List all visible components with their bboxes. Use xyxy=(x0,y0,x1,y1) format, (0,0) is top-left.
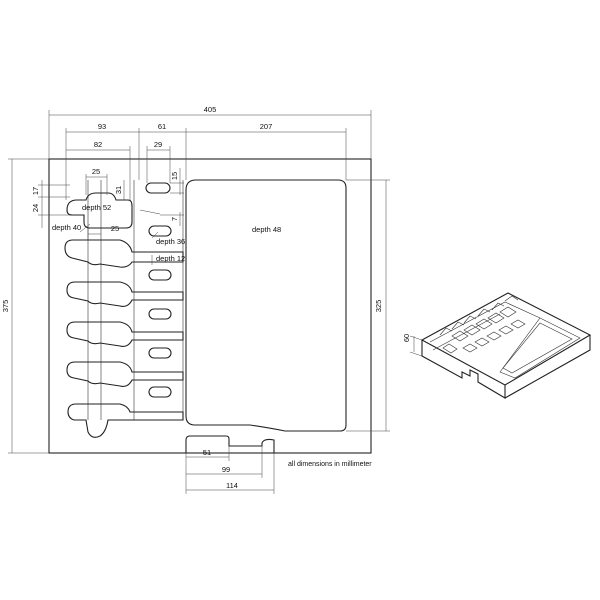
tray-outline xyxy=(48,158,372,454)
depth-label-40: depth 40 xyxy=(52,223,81,232)
dim-label-15: 15 xyxy=(170,172,179,180)
dim-label-7: 7 xyxy=(170,217,179,221)
dim-label-24: 24 xyxy=(31,204,40,212)
units-note: all dimensions in millimeter xyxy=(288,461,372,468)
dim-label-29: 29 xyxy=(154,140,162,149)
depth-label-52: depth 52 xyxy=(82,203,111,212)
wrench-slot-top xyxy=(66,192,133,229)
depth-labels: depth 52 depth 40 depth 36 depth 12 dept… xyxy=(52,203,281,263)
dim-label-93: 93 xyxy=(98,122,106,131)
dim-label-31: 31 xyxy=(114,186,123,194)
wrench-slot-2 xyxy=(66,281,184,307)
oblong-hole-3 xyxy=(148,269,172,281)
dim-label-25-mid: 25 xyxy=(111,224,119,233)
dim-label-82: 82 xyxy=(94,140,102,149)
dim-label-51: 51 xyxy=(203,448,211,457)
depth-label-48: depth 48 xyxy=(252,225,281,234)
oblong-hole-6 xyxy=(148,386,172,398)
large-compartment xyxy=(185,179,347,432)
dim-label-325: 325 xyxy=(374,300,383,313)
dimension-labels: 405 93 61 207 82 29 25 17 31 15 24 7 25 … xyxy=(1,105,383,490)
dim-label-60: 60 xyxy=(402,334,411,342)
isometric-view: 60 xyxy=(402,292,592,399)
wrench-slot-5 xyxy=(67,403,184,438)
oblong-hole-1 xyxy=(145,182,171,194)
wrench-slot-3 xyxy=(66,321,184,347)
dim-label-114: 114 xyxy=(226,481,238,490)
depth-label-36: depth 36 xyxy=(156,237,185,246)
oblong-hole-2 xyxy=(148,225,172,237)
dim-label-17: 17 xyxy=(31,187,40,195)
dim-label-207: 207 xyxy=(260,122,273,131)
bottom-tab xyxy=(185,435,275,453)
dim-label-99: 99 xyxy=(222,465,230,474)
dim-label-25-top: 25 xyxy=(92,167,100,176)
tray-plan-view xyxy=(48,158,372,454)
oblong-hole-5 xyxy=(148,347,172,359)
wrench-slot-1 xyxy=(64,239,184,268)
dimension-lines xyxy=(8,110,390,494)
oblong-hole-4 xyxy=(148,308,172,320)
dim-label-61: 61 xyxy=(158,122,166,131)
wrench-slot-4 xyxy=(66,361,184,387)
depth-label-12: depth 12 xyxy=(156,254,185,263)
dim-label-375: 375 xyxy=(1,300,10,313)
dim-label-405: 405 xyxy=(204,105,217,114)
